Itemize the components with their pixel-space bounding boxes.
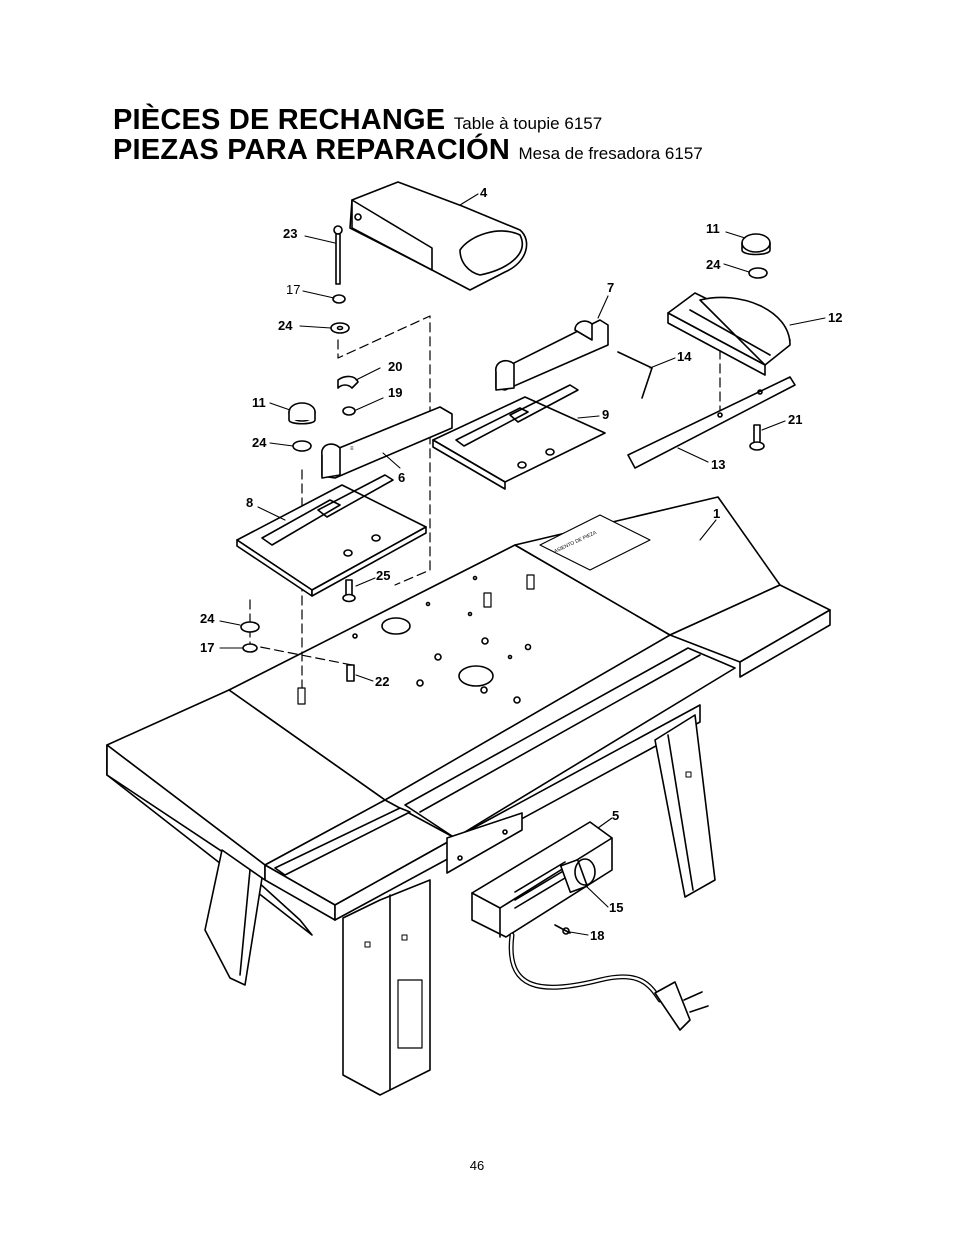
callout-15: 15 [609,900,623,915]
fence-right [495,319,609,391]
callout-11-right: 11 [706,221,720,236]
bolt-and-washers [330,225,350,334]
callout-24-top: 24 [278,318,293,333]
leader-lines [219,193,826,936]
knob-left [288,402,316,452]
title-french-sub: Table à toupie 6157 [453,114,603,133]
screw-21 [749,424,765,451]
page-number: 46 [469,1158,485,1173]
callout-9: 9 [602,407,609,422]
callout-22: 22 [375,674,389,689]
callout-12: 12 [828,310,842,325]
bottom-hardware [240,579,356,682]
fence-left: ≡ [321,406,453,479]
sub-plate-left [236,474,427,597]
miter-bar [627,376,796,469]
svg-text:≡: ≡ [350,446,354,452]
router-table-top: ASIENTO DE PIEZA [106,496,831,936]
callout-24-bottom: 24 [200,611,215,626]
callout-17-top: 17 [286,282,300,297]
miter-gauge [667,292,791,376]
title-french-main: PIÈCES DE RECHANGE [113,104,446,136]
title-french: PIÈCES DE RECHANGE Table à toupie 6157 [113,104,602,137]
table-legs [204,714,716,1096]
callout-21: 21 [788,412,802,427]
callout-23: 23 [283,226,297,241]
title-spanish-sub: Mesa de fresadora 6157 [518,144,703,163]
callout-24-right: 24 [706,257,721,272]
callout-8: 8 [246,495,253,510]
clip-and-washer [337,375,359,416]
callout-7: 7 [607,280,614,295]
callout-24-left: 24 [252,435,267,450]
switch-box [446,812,709,1031]
sub-plate-right [432,384,606,490]
callout-5: 5 [612,808,619,823]
callout-20: 20 [388,359,402,374]
spring-clip [617,351,653,399]
callout-13: 13 [711,457,725,472]
callout-1: 1 [713,506,720,521]
title-spanish: PIEZAS PARA REPARACIÓN Mesa de fresadora… [113,134,703,167]
knob-right [741,233,771,279]
callout-25: 25 [376,568,390,583]
callout-17-bottom: 17 [200,640,214,655]
callout-11-left: 11 [252,395,266,410]
callout-14: 14 [677,349,692,364]
bit-guard [349,181,528,291]
callout-18: 18 [590,928,604,943]
callout-labels: 4 23 17 24 7 11 24 12 14 20 19 11 9 24 2… [200,185,842,943]
callout-4: 4 [480,185,488,200]
callout-19: 19 [388,385,402,400]
callout-6: 6 [398,470,405,485]
title-spanish-main: PIEZAS PARA REPARACIÓN [113,134,511,166]
